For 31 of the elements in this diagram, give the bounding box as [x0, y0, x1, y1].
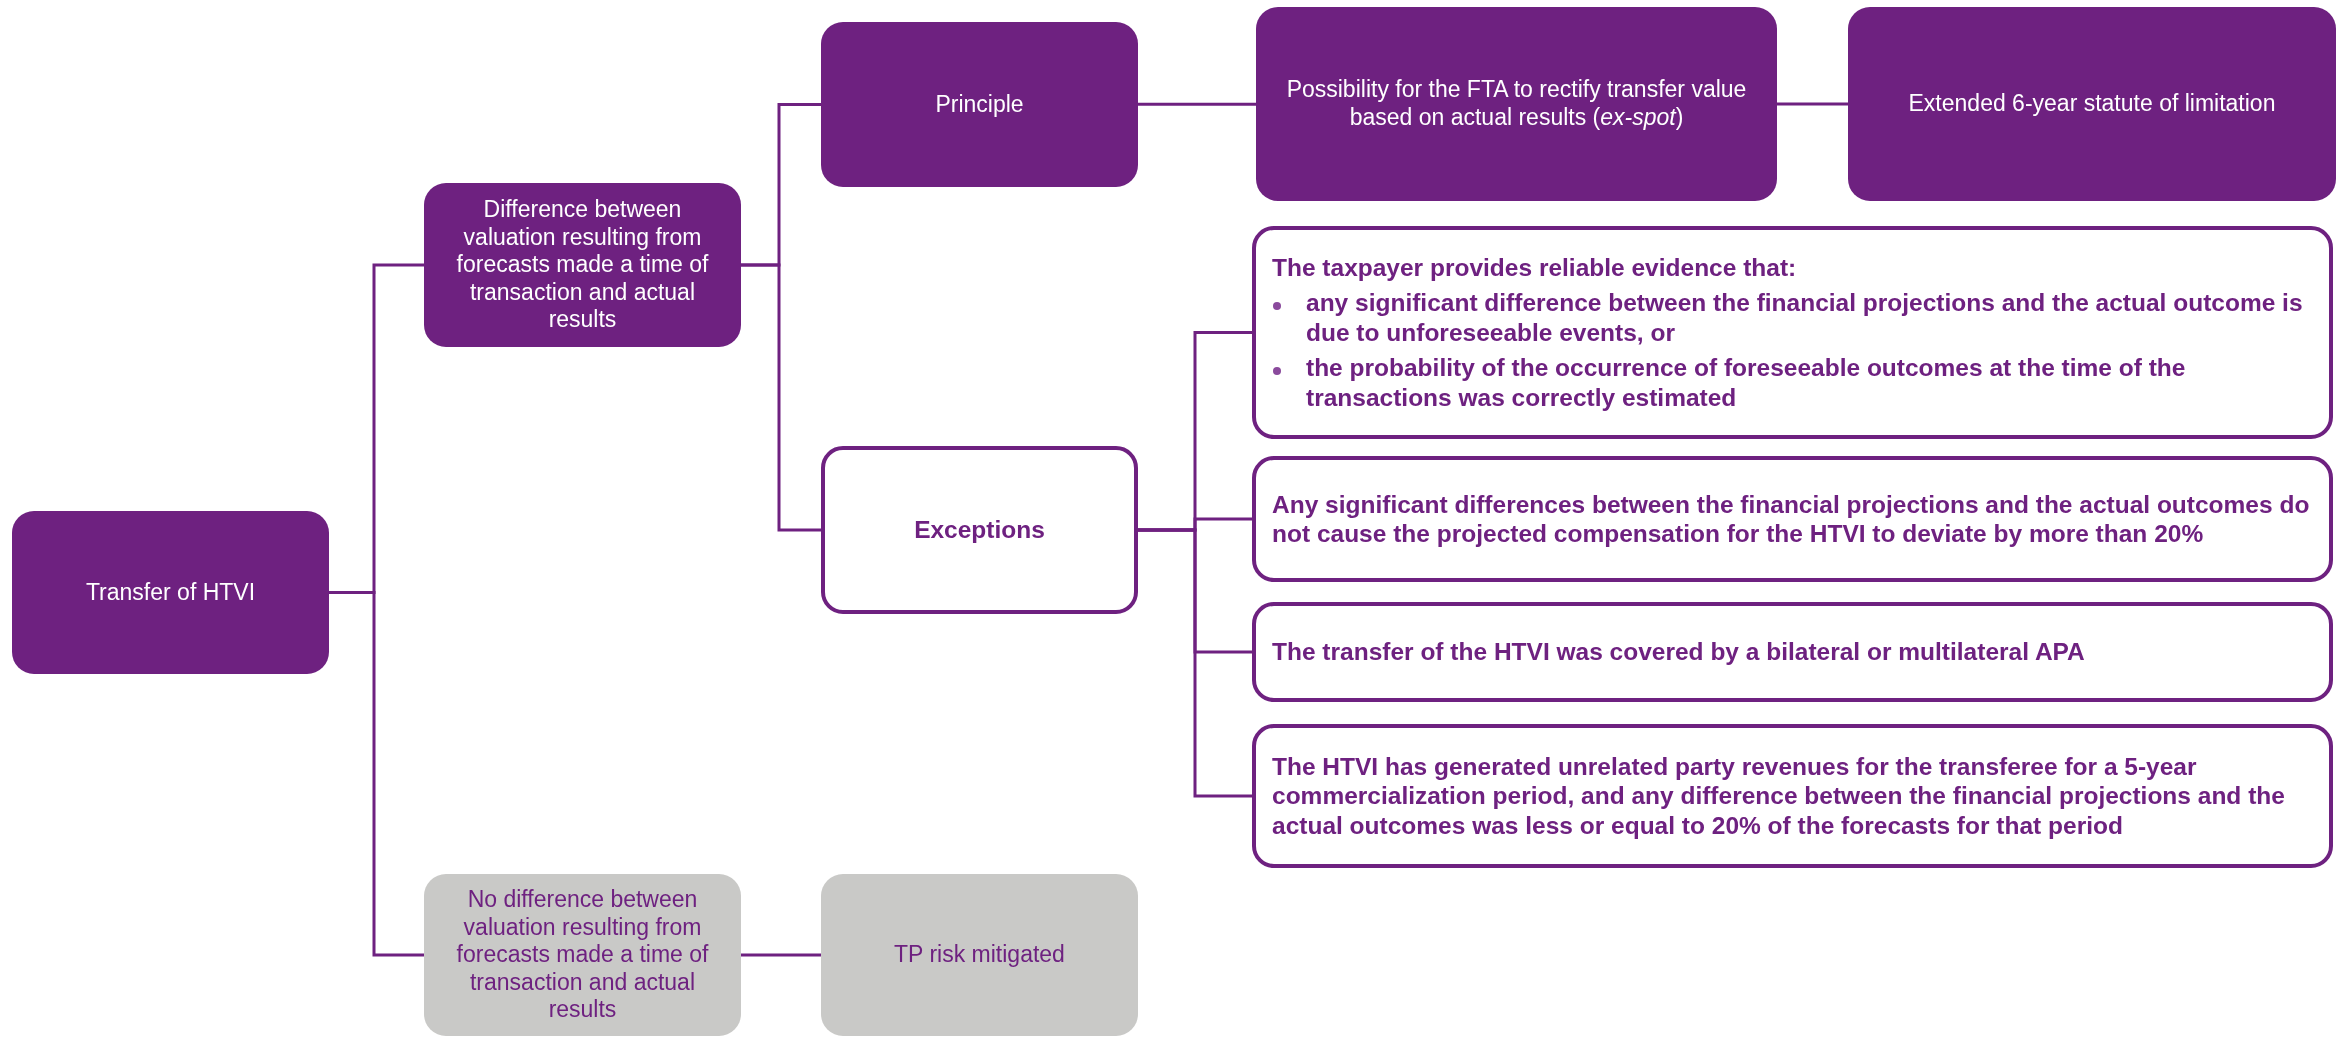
connector-line	[1138, 102, 1256, 106]
node-text: Difference between valuation resulting from forecasts made a time of transaction and actual results	[455, 196, 710, 334]
process-box	[821, 22, 1138, 187]
node-text: Possibility for the FTA to rectify transfer value based on actual results (ex-spot)	[1285, 76, 1748, 132]
bullet-text: the probability of the occurrence of foreseeable outcomes at the time of the transactions was correctly estimated	[1306, 353, 2187, 412]
heading-text: The taxpayer provides reliable evidence that:	[1272, 253, 1798, 283]
condition-box	[1252, 724, 2333, 868]
condition-box	[1252, 226, 2333, 439]
node-text: The transfer of the HTVI was covered by a bilateral or multilateral APA	[1272, 637, 2086, 667]
node-text: Extended 6-year statute of limitation	[1908, 90, 2276, 118]
outcome-box	[424, 874, 741, 1036]
connector-line	[329, 591, 424, 957]
condition-box	[1252, 602, 2333, 702]
process-box	[12, 511, 329, 674]
connector-line	[1777, 102, 1848, 106]
process-box	[1848, 7, 2336, 201]
outcome-box	[821, 874, 1138, 1036]
connector-line	[741, 263, 821, 532]
node-text: Exceptions	[914, 515, 1045, 545]
node-text: No difference between valuation resulting from forecasts made a time of transaction and actual results	[455, 886, 710, 1024]
node-text: Transfer of HTVI	[85, 578, 256, 607]
node-text: TP risk mitigated	[894, 941, 1065, 969]
node-text: The HTVI has generated unrelated party revenues for the transferee for a 5-year commercialization period, and any difference between the financial projections and the actual outcomes was less or equal to 20% of the forecasts for that period	[1272, 751, 2286, 841]
connector-line	[741, 953, 821, 957]
node-text: Principle	[935, 90, 1024, 119]
condition-box	[821, 446, 1138, 614]
connector-line	[1138, 528, 1252, 798]
process-box	[424, 183, 741, 347]
process-box	[1256, 7, 1777, 201]
node-text: Any significant differences between the financial projections and the actual outcomes do not cause the projected compensation for the HTVI to deviate by more than 20%	[1272, 489, 2311, 549]
condition-box	[1252, 456, 2333, 582]
